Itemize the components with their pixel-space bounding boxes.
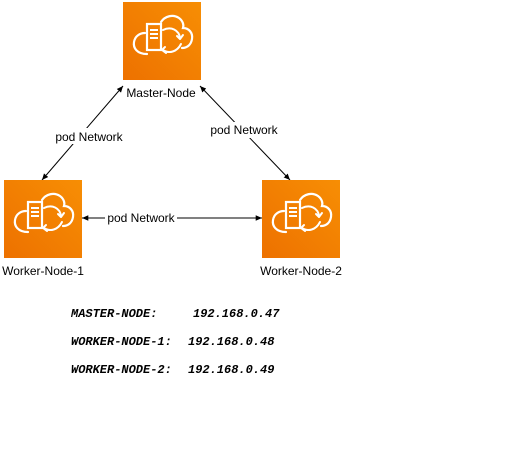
edge-worker1-worker2: pod Network bbox=[82, 211, 262, 225]
edge-master-worker1: pod Network bbox=[41, 85, 126, 181]
ip-row-name: MASTER-NODE: bbox=[70, 307, 157, 321]
master-node-label: Master-Node bbox=[126, 86, 196, 100]
ip-row-value: 192.168.0.48 bbox=[188, 335, 274, 349]
master-node[interactable]: Master-Node bbox=[123, 2, 201, 100]
ip-row-name: WORKER-NODE-1: bbox=[71, 335, 172, 349]
edge-label-master-worker1: pod Network bbox=[55, 130, 123, 144]
edge-master-worker2: pod Network bbox=[199, 85, 291, 181]
worker-node-2-label: Worker-Node-2 bbox=[260, 264, 342, 278]
worker-node-1-label: Worker-Node-1 bbox=[2, 264, 84, 278]
ip-row-name: WORKER-NODE-2: bbox=[71, 363, 172, 377]
edge-label-worker1-worker2: pod Network bbox=[107, 211, 175, 225]
edge-label-master-worker2: pod Network bbox=[210, 123, 278, 137]
worker-node-1[interactable]: Worker-Node-1 bbox=[2, 180, 84, 278]
ip-row-value: 192.168.0.47 bbox=[193, 307, 280, 321]
ip-address-list: MASTER-NODE: 192.168.0.47 WORKER-NODE-1:… bbox=[70, 307, 280, 377]
worker-node-2[interactable]: Worker-Node-2 bbox=[260, 180, 342, 278]
ip-row-value: 192.168.0.49 bbox=[188, 363, 274, 377]
